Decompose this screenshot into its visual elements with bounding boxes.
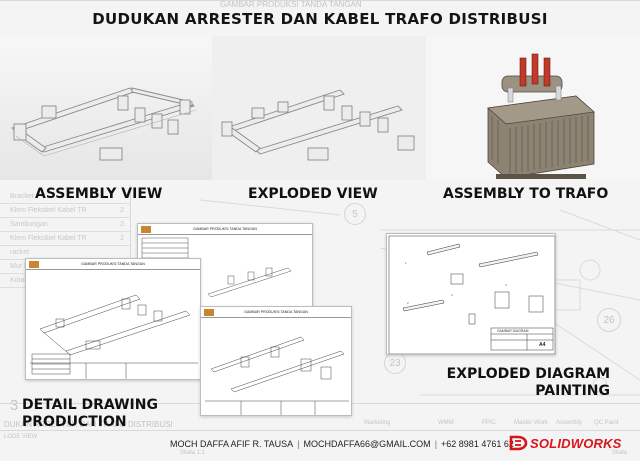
- background-bottom-scale: Skala 1:1: [180, 450, 206, 456]
- background-bottom-title: DUKAN ARRESTER DAN TRAFO DISTRIBUSI: [4, 420, 173, 429]
- detail-drawing-sheet-front: GAMBAR PRODUKSI TANDA TANGAN: [25, 258, 201, 380]
- background-balloon: 3: [9, 396, 19, 414]
- diagram-sheet-header: GAMBAR DIAGRAM: [497, 329, 529, 333]
- sheet-header-text: GAMBAR PRODUKSI TANDA TANGAN: [244, 310, 308, 314]
- background-balloon: 26: [597, 308, 621, 332]
- detail-drawing-sheet-right: GAMBAR PRODUKSI TANDA TANGAN: [200, 306, 352, 416]
- exploded-diagram-sheet: 1. 2. 3. 4. GAMBAR DIAGRAM A4: [386, 233, 556, 355]
- page-title: DUDUKAN ARRESTER DAN KABEL TRAFO DISTRIB…: [92, 10, 548, 28]
- svg-text:4.: 4.: [451, 293, 454, 297]
- assembly-to-trafo-label: ASSEMBLY TO TRAFO: [443, 186, 609, 202]
- exploded-view-label: EXPLODED VIEW: [248, 186, 378, 202]
- background-scale-label: Skala: [612, 450, 628, 456]
- svg-text:2.: 2.: [407, 301, 410, 305]
- solidworks-logo: SOLIDWORKS: [508, 434, 622, 452]
- background-balloon: 5: [344, 203, 366, 225]
- exploded-diagram-line1: EXPLODED DIAGRAM: [446, 366, 610, 382]
- background-column: Marketing: [364, 420, 391, 426]
- sheet-header-text: GAMBAR PRODUKSI TANDA TANGAN: [81, 262, 145, 266]
- assembly-view-render: [0, 36, 212, 180]
- detail-drawing-line2: PRODUCTION: [22, 414, 127, 430]
- sheet-header-text: GAMBAR PRODUKSI TANDA TANGAN: [193, 227, 257, 231]
- background-column: QC Paint: [594, 420, 619, 426]
- detail-drawing-label: DETAIL DRAWING PRODUCTION: [22, 397, 158, 431]
- solidworks-ds-icon: [509, 435, 528, 451]
- diagram-sheet-size: A4: [539, 342, 546, 348]
- detail-drawing-line1: DETAIL DRAWING: [22, 397, 158, 413]
- footer-phone: +62 8981 4761 62: [441, 439, 514, 449]
- background-bottom-view: LODE VIEW: [4, 434, 38, 440]
- exploded-diagram-line2: PAINTING: [535, 383, 610, 399]
- svg-text:3.: 3.: [505, 283, 508, 287]
- footer-contact: MOCH DAFFA AFIF R. TAUSA|MOCHDAFFA66@GMA…: [170, 439, 514, 449]
- assembly-to-trafo-render: [426, 36, 640, 180]
- solidworks-logo-text: SOLIDWORKS: [530, 435, 622, 451]
- background-column: WMM: [438, 420, 454, 426]
- background-column: Master Work: [514, 420, 548, 426]
- background-top-banner: GAMBAR PRODUKSI TANDA TANGAN: [220, 0, 362, 9]
- background-column: PPIC: [482, 420, 497, 426]
- footer-name: MOCH DAFFA AFIF R. TAUSA: [170, 439, 294, 449]
- exploded-view-render: [212, 36, 426, 180]
- assembly-view-label: ASSEMBLY VIEW: [35, 186, 163, 202]
- background-part-row: Bracket: [0, 190, 130, 204]
- background-column: Assembly: [556, 420, 583, 426]
- exploded-diagram-label: EXPLODED DIAGRAM PAINTING: [430, 366, 610, 400]
- footer-email: MOCHDAFFA66@GMAIL.COM: [303, 439, 431, 449]
- svg-text:1.: 1.: [405, 261, 408, 265]
